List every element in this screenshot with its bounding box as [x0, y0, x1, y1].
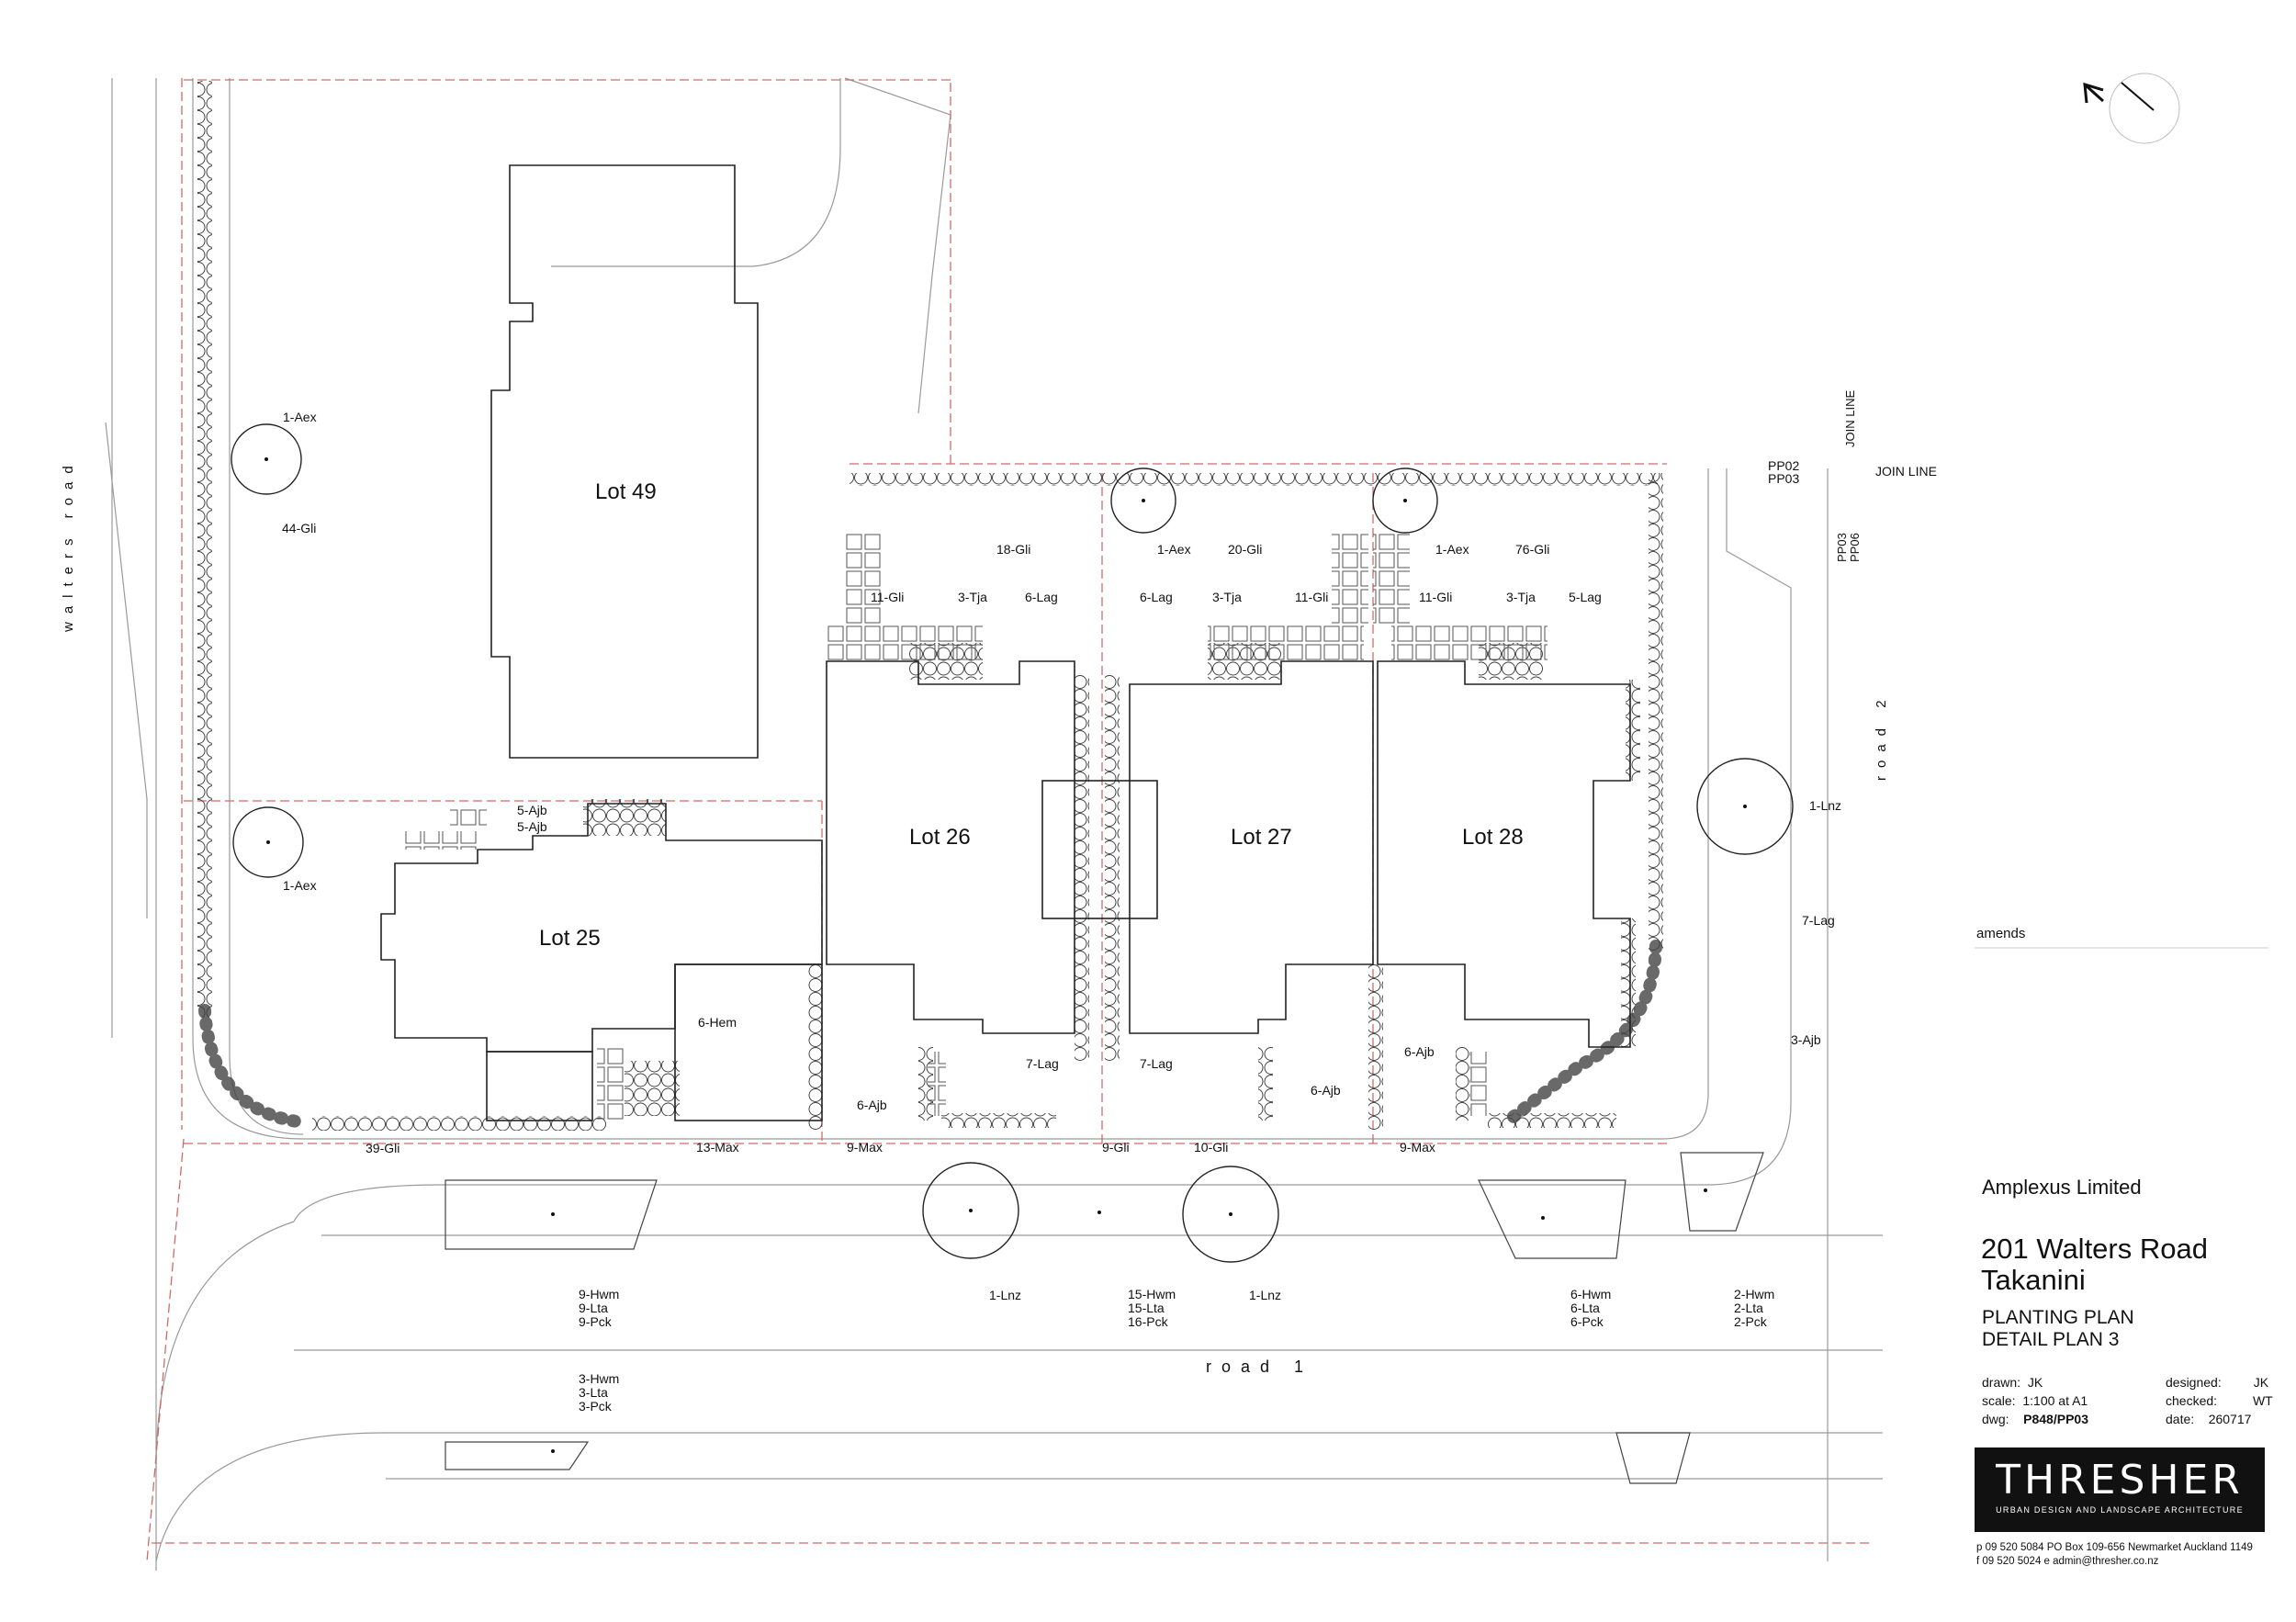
plant-label: 1-Aex [1435, 542, 1469, 557]
plant-label: 7-Lag [1026, 1056, 1059, 1071]
street-beds [445, 1152, 1764, 1484]
plant-label: 11-Gli [1419, 590, 1453, 604]
plant-label: 5-Lag [1569, 590, 1602, 604]
plant-label: 7-Lag [1802, 913, 1835, 928]
sheet-ref-pp03: PP03 [1768, 471, 1800, 486]
plant-label: 13-Max [696, 1140, 739, 1155]
plant-label: 5-Ajb [517, 803, 547, 817]
amends-label: amends [1976, 926, 2026, 941]
plant-label: 44-Gli [282, 521, 317, 535]
buildings [380, 164, 1631, 1121]
plant-label: 1-Aex [1157, 542, 1191, 557]
sheet-ref-pp02: PP02 [1768, 458, 1800, 473]
plant-label: 20-Gli [1228, 542, 1263, 557]
hedge-rows [197, 81, 1663, 1131]
street-label-road-2: road 2 [1874, 692, 1889, 781]
plant-label: 1-Lnz [1249, 1288, 1282, 1302]
street-label-road-1: road 1 [1206, 1357, 1314, 1376]
plant-label: 39-Gli [366, 1141, 400, 1155]
designed-by: designed: JK [2166, 1375, 2269, 1390]
street-label-walters-road: walters road [61, 457, 76, 632]
plant-label: 11-Gli [1295, 590, 1329, 604]
plant-label: 6-Ajb [1311, 1083, 1341, 1098]
plant-label: 5-Ajb [517, 819, 547, 834]
plant-label: 1-Lnz [1809, 798, 1842, 813]
checked-by: checked: WT [2166, 1393, 2273, 1408]
site-boundaries [146, 78, 1874, 1562]
plant-label: 6-Ajb [1404, 1044, 1435, 1059]
plant-label: 76-Gli [1515, 542, 1550, 557]
drawn-by: drawn: JK [1982, 1375, 2043, 1390]
plant-label: 9-Max [847, 1140, 883, 1155]
join-line-label-vertical: JOIN LINE [1843, 389, 1857, 447]
drawing-title: PLANTING PLAN DETAIL PLAN 3 [1982, 1307, 2134, 1350]
plant-label: 3-Tja [958, 590, 987, 604]
lot-label-26: Lot 26 [909, 825, 971, 850]
sheet-ref-pp03-vertical: PP03 [1835, 533, 1849, 562]
plant-label: 1-Aex [283, 878, 317, 893]
join-line-label: JOIN LINE [1875, 464, 1937, 479]
plant-label: 3-Tja [1212, 590, 1242, 604]
plant-label: 1-Aex [283, 410, 317, 424]
plant-label: 6-Lag [1025, 590, 1058, 604]
plant-label: 6-Lag [1140, 590, 1173, 604]
scale: scale: 1:100 at A1 [1982, 1393, 2088, 1408]
plant-label: 1-Lnz [989, 1288, 1022, 1302]
plant-label: 9-Max [1400, 1140, 1435, 1155]
trees [231, 423, 1794, 1263]
drawing-date: date: 260717 [2166, 1412, 2252, 1426]
plant-label: 10-Gli [1194, 1140, 1229, 1155]
lot-label-27: Lot 27 [1231, 825, 1292, 850]
logo-tagline: URBAN DESIGN AND LANDSCAPE ARCHITECTURE [1996, 1505, 2244, 1515]
drawing-number: dwg: P848/PP03 [1982, 1412, 2088, 1426]
company-logo: THRESHER URBAN DESIGN AND LANDSCAPE ARCH… [1975, 1447, 2265, 1532]
road-kerbs [105, 77, 1883, 1571]
project-title: 201 Walters Road Takanini [1981, 1233, 2208, 1296]
sheet-ref-pp06-vertical: PP06 [1848, 533, 1862, 562]
lot-label-25: Lot 25 [539, 926, 601, 951]
plant-label: 11-Gli [871, 590, 905, 604]
plant-label: 7-Lag [1140, 1056, 1173, 1071]
plant-label: 9-Gli [1102, 1140, 1130, 1155]
contact-details: p 09 520 5084 PO Box 109-656 Newmarket A… [1976, 1542, 2253, 1567]
plant-label: 6-Hem [698, 1015, 737, 1030]
tree-centres [264, 457, 1747, 1453]
logo-wordmark: THRESHER [1996, 1457, 2244, 1504]
plant-label: 3-Tja [1506, 590, 1536, 604]
plant-label: 3-Ajb [1791, 1032, 1821, 1047]
client-name: Amplexus Limited [1982, 1176, 2142, 1199]
lot-label-28: Lot 28 [1462, 825, 1524, 850]
lot-label-49: Lot 49 [595, 479, 657, 504]
planter-grids [404, 533, 1548, 1121]
north-arrow-icon [2083, 73, 2180, 144]
plant-label: 6-Ajb [857, 1098, 887, 1112]
plant-label: 18-Gli [996, 542, 1031, 557]
